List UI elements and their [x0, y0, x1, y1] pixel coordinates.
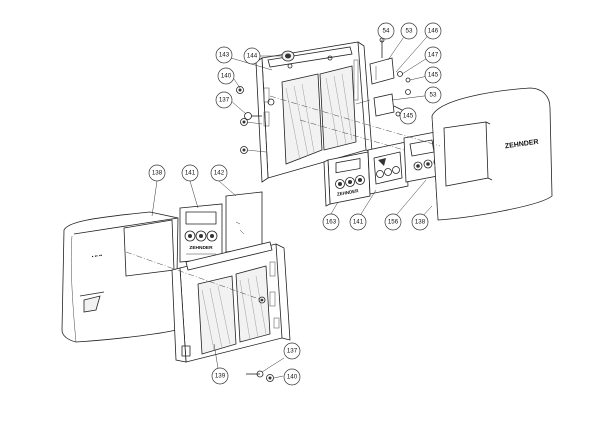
cover-138-left-window — [123, 219, 175, 277]
upper-hardware-cluster — [355, 37, 411, 117]
upper-duct-left — [281, 73, 323, 165]
svg-text:142: 142 — [214, 170, 225, 177]
callout-140-upper: 140 — [217, 67, 235, 85]
svg-text:138: 138 — [415, 219, 426, 226]
svg-text:156: 156 — [388, 219, 399, 226]
lower-duct-right — [235, 265, 271, 343]
lower-fasteners — [246, 370, 274, 382]
cover-138-window — [443, 121, 489, 187]
module-163-display — [335, 158, 361, 174]
frame-141-upper — [367, 141, 409, 195]
callout-146: 146 — [424, 22, 442, 40]
bracket-53-top — [369, 57, 395, 85]
callout-138-right: 138 — [411, 213, 429, 231]
callout-141-lower: 141 — [181, 164, 199, 182]
svg-text:163: 163 — [326, 219, 337, 226]
callout-147: 147 — [424, 46, 442, 64]
callout-139: 139 — [211, 367, 229, 385]
svg-text:140: 140 — [287, 374, 298, 381]
svg-text:145: 145 — [403, 113, 414, 120]
svg-text:147: 147 — [428, 52, 439, 59]
callout-137-lower: 137 — [283, 342, 301, 360]
panel-141-brand: ZEHNDER — [189, 245, 213, 251]
callout-142: 142 — [210, 164, 228, 182]
svg-text:145: 145 — [428, 72, 439, 79]
svg-text:144: 144 — [247, 53, 258, 60]
svg-text:53: 53 — [430, 92, 437, 99]
panel-141-display — [185, 211, 217, 225]
lower-duct-left — [197, 275, 237, 355]
callout-141-upper: 141 — [349, 213, 367, 231]
label-sheet-142 — [225, 191, 263, 253]
callout-144: 144 — [243, 47, 261, 65]
callout-143: 143 — [215, 46, 233, 64]
front-cover-138-left: ▪ ▪▪ ▪▪ — [61, 211, 179, 343]
svg-text:141: 141 — [353, 219, 364, 226]
callout-156: 156 — [384, 213, 402, 231]
callout-53: 53 — [400, 22, 418, 40]
callout-140-lower: 140 — [283, 368, 301, 386]
upper-fasteners-left — [236, 86, 275, 154]
svg-text:138: 138 — [152, 170, 163, 177]
callout-145-lower: 145 — [399, 107, 417, 125]
svg-text:143: 143 — [219, 52, 230, 59]
upper-duct-right — [319, 65, 357, 151]
front-cover-138-right: ZEHNDER — [431, 87, 553, 221]
svg-text:146: 146 — [428, 28, 439, 35]
upper-housing-assembly — [255, 41, 373, 183]
svg-text:54: 54 — [383, 28, 390, 35]
svg-text:▪ ▪▪ ▪▪: ▪ ▪▪ ▪▪ — [91, 253, 102, 259]
frame-141-lower: ZEHNDER — [179, 203, 223, 263]
svg-text:137: 137 — [219, 97, 230, 104]
svg-text:53: 53 — [406, 28, 413, 35]
callout-138-left: 138 — [148, 164, 166, 182]
module-163-brand: ZEHNDER — [337, 188, 360, 197]
callout-53-lower: 53 — [424, 86, 442, 104]
svg-text:137: 137 — [287, 348, 298, 355]
callout-54: 54 — [377, 22, 395, 40]
lower-housing-139 — [171, 241, 291, 363]
callout-145: 145 — [424, 66, 442, 84]
svg-text:140: 140 — [221, 73, 232, 80]
svg-text:139: 139 — [215, 373, 226, 380]
cover-138-brand: ZEHNDER — [505, 139, 539, 151]
callout-137-upper: 137 — [215, 91, 233, 109]
callout-163: 163 — [322, 213, 340, 231]
bracket-53-lower — [373, 93, 395, 117]
control-module-163: ZEHNDER — [323, 151, 371, 207]
svg-text:141: 141 — [185, 170, 196, 177]
